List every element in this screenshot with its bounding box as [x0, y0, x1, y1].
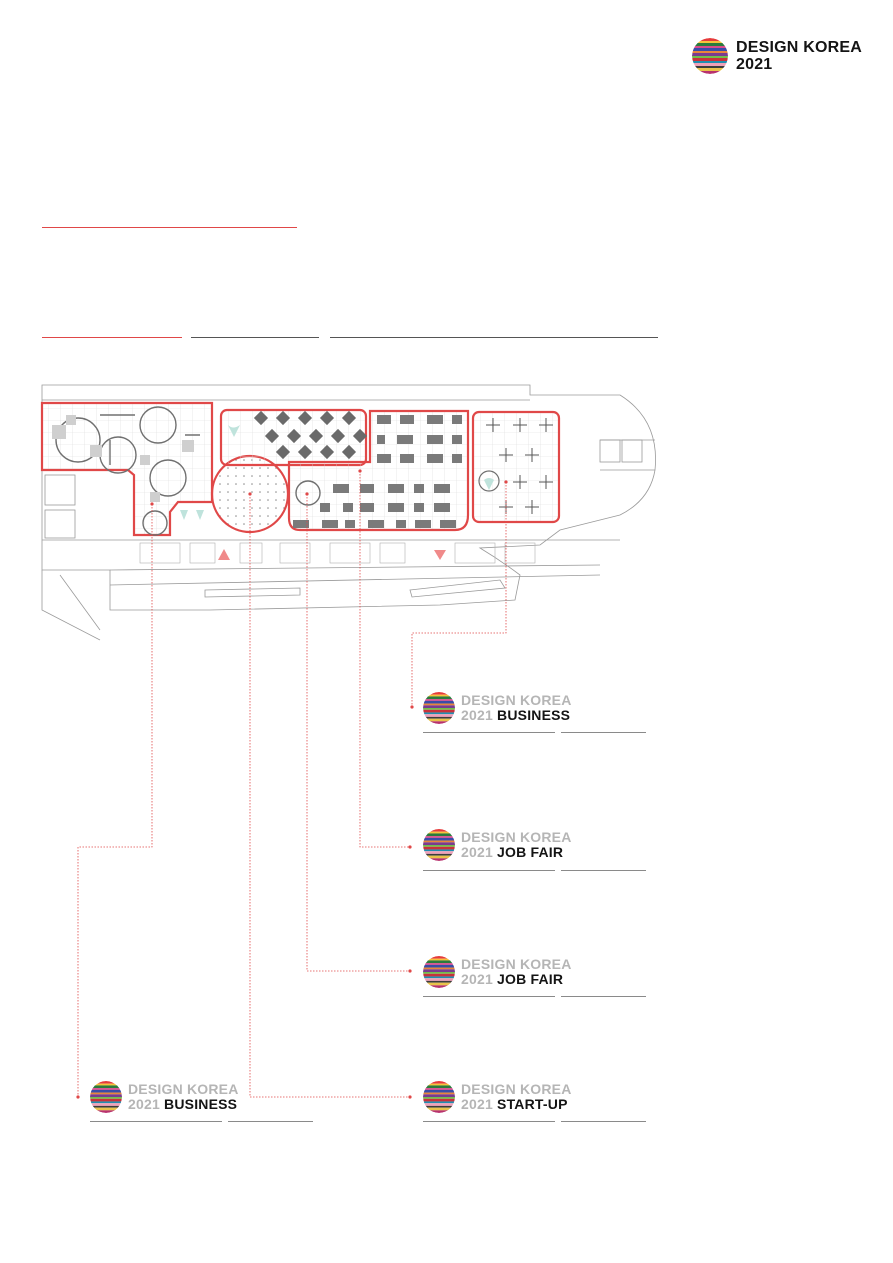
callout-startup: DESIGN KOREA 2021 START-UP	[423, 1081, 572, 1113]
tab-rule-1	[42, 337, 182, 338]
callout-business-right: DESIGN KOREA 2021 BUSINESS	[423, 692, 572, 724]
callout-year: 2021	[461, 1096, 493, 1112]
design-korea-logo-icon	[423, 829, 455, 861]
building-outline	[41, 384, 656, 641]
callout-year: 2021	[128, 1096, 160, 1112]
callout-year: 2021	[461, 971, 493, 987]
callout-line1: DESIGN KOREA	[461, 692, 572, 708]
design-korea-logo-icon	[423, 956, 455, 988]
zone-business-left	[40, 401, 214, 537]
callout-rule	[423, 870, 555, 871]
callout-year: 2021	[461, 844, 493, 860]
callout-line1: DESIGN KOREA	[461, 956, 572, 972]
callout-event: START-UP	[497, 1096, 568, 1112]
brand-line2: 2021	[736, 56, 773, 73]
down-arrow-icon	[434, 550, 446, 560]
callout-year: 2021	[461, 707, 493, 723]
callout-jobfair-lower: DESIGN KOREA 2021 JOB FAIR	[423, 956, 572, 988]
section-rule	[42, 227, 297, 228]
callout-event: BUSINESS	[497, 707, 571, 723]
header-brand: DESIGN KOREA 2021	[692, 38, 862, 74]
callout-line1: DESIGN KOREA	[128, 1081, 239, 1097]
tab-rule-2	[191, 337, 319, 338]
zone-business-right	[471, 410, 561, 524]
callout-text: DESIGN KOREA 2021 JOB FAIR	[461, 830, 572, 860]
callout-text: DESIGN KOREA 2021 BUSINESS	[461, 693, 572, 723]
callout-line1: DESIGN KOREA	[461, 1081, 572, 1097]
header-brand-text: DESIGN KOREA 2021	[736, 39, 862, 73]
callout-jobfair-upper: DESIGN KOREA 2021 JOB FAIR	[423, 829, 572, 861]
callout-rule	[423, 1121, 555, 1122]
callout-event: JOB FAIR	[497, 971, 564, 987]
callout-event: BUSINESS	[164, 1096, 238, 1112]
callout-rule	[228, 1121, 313, 1122]
up-arrow-icon	[218, 549, 230, 560]
callout-rule	[561, 1121, 646, 1122]
brand-line1: DESIGN KOREA	[736, 39, 862, 56]
design-korea-logo-icon	[423, 1081, 455, 1113]
callout-rule	[90, 1121, 222, 1122]
tab-rule-3	[330, 337, 658, 338]
callout-text: DESIGN KOREA 2021 JOB FAIR	[461, 957, 572, 987]
callout-line1: DESIGN KOREA	[461, 829, 572, 845]
callout-rule	[561, 732, 646, 733]
callout-rule	[561, 870, 646, 871]
design-korea-logo-icon	[423, 692, 455, 724]
callout-business-left: DESIGN KOREA 2021 BUSINESS	[90, 1081, 239, 1113]
callout-text: DESIGN KOREA 2021 BUSINESS	[128, 1082, 239, 1112]
callout-rule	[423, 732, 555, 733]
callout-text: DESIGN KOREA 2021 START-UP	[461, 1082, 572, 1112]
design-korea-logo-icon	[90, 1081, 122, 1113]
design-korea-logo-icon	[692, 38, 728, 74]
zone-jobfair	[287, 409, 470, 532]
callout-rule	[423, 996, 555, 997]
callout-event: JOB FAIR	[497, 844, 564, 860]
callout-rule	[561, 996, 646, 997]
